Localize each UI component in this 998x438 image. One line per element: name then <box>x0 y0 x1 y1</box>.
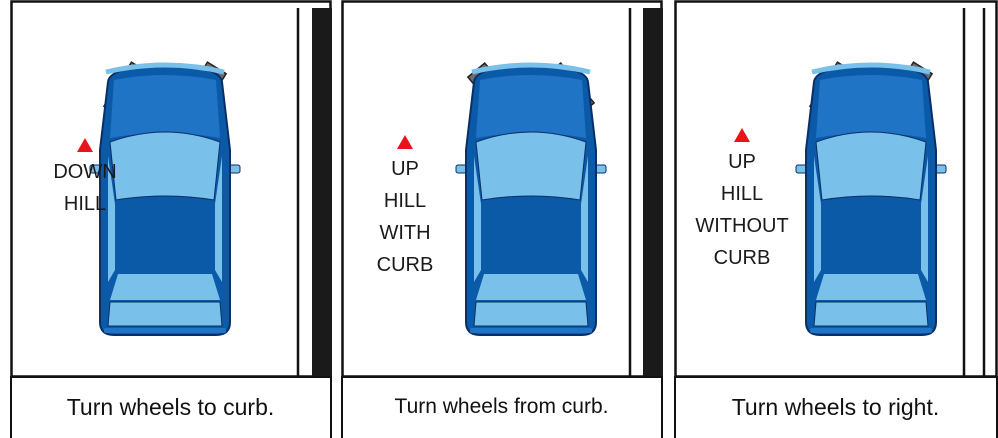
car <box>456 63 606 335</box>
car <box>796 62 946 335</box>
panel-downhill: DOWN HILL Turn wheels to curb. <box>10 0 332 438</box>
direction-arrow-icon <box>397 135 413 149</box>
direction-line: CURB <box>686 242 798 274</box>
caption-box: Turn wheels from curb. <box>341 376 663 438</box>
curb-block <box>643 8 663 378</box>
direction-line: CURB <box>355 249 455 281</box>
caption-text: Turn wheels to curb. <box>12 394 329 421</box>
direction-label: DOWN HILL <box>30 138 140 220</box>
parking-scene: UP HILL WITH CURB <box>341 0 663 378</box>
caption-box: Turn wheels to curb. <box>10 376 332 438</box>
panel-uphill-without-curb: UP HILL WITHOUT CURB Turn wheels to righ… <box>674 0 998 438</box>
direction-label: UP HILL WITH CURB <box>355 135 455 281</box>
direction-line: HILL <box>355 185 455 217</box>
caption-box: Turn wheels to right. <box>674 376 998 438</box>
direction-line: DOWN <box>30 156 140 188</box>
direction-line: HILL <box>30 188 140 220</box>
panel-uphill-with-curb: UP HILL WITH CURB Turn wheels from curb. <box>341 0 663 438</box>
direction-line: WITH <box>355 217 455 249</box>
direction-line: HILL <box>686 178 798 210</box>
direction-line: UP <box>355 153 455 185</box>
direction-arrow-icon <box>734 128 750 142</box>
parking-scene: DOWN HILL <box>10 0 332 378</box>
caption-text: Turn wheels from curb. <box>343 395 660 419</box>
direction-label: UP HILL WITHOUT CURB <box>686 128 798 274</box>
curb-block <box>312 8 332 378</box>
parking-scene: UP HILL WITHOUT CURB <box>674 0 998 378</box>
direction-line: UP <box>686 146 798 178</box>
caption-text: Turn wheels to right. <box>676 394 995 421</box>
direction-arrow-icon <box>77 138 93 152</box>
direction-line: WITHOUT <box>686 210 798 242</box>
